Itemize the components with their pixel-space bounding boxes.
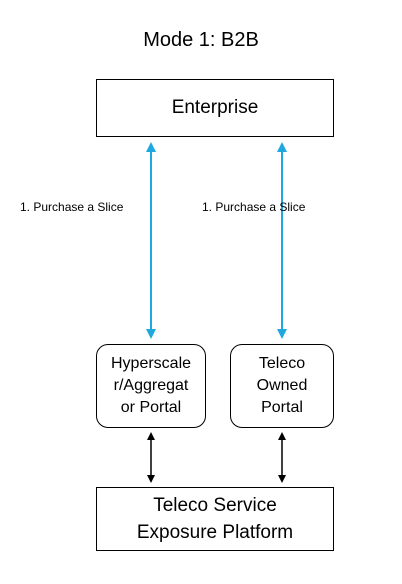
hyperscaler-portal-label: Hyperscale r/Aggregat or Portal xyxy=(110,355,192,416)
diagram-title: Mode 1: B2B xyxy=(143,29,259,51)
enterprise-node: Enterprise xyxy=(96,79,334,137)
teleco-owned-portal-label: Teleco Owned Portal xyxy=(256,355,308,416)
exposure-platform-node: Teleco Service Exposure Platform xyxy=(96,487,334,551)
left-purchase-label: 1. Purchase a Slice xyxy=(20,200,124,214)
enterprise-label: Enterprise xyxy=(171,97,259,118)
teleco-owned-portal-node: Teleco Owned Portal xyxy=(230,344,334,428)
right-purchase-label: 1. Purchase a Slice xyxy=(202,200,306,214)
exposure-platform-label: Teleco Service Exposure Platform xyxy=(136,495,294,543)
hyperscaler-portal-node: Hyperscale r/Aggregat or Portal xyxy=(96,344,206,428)
